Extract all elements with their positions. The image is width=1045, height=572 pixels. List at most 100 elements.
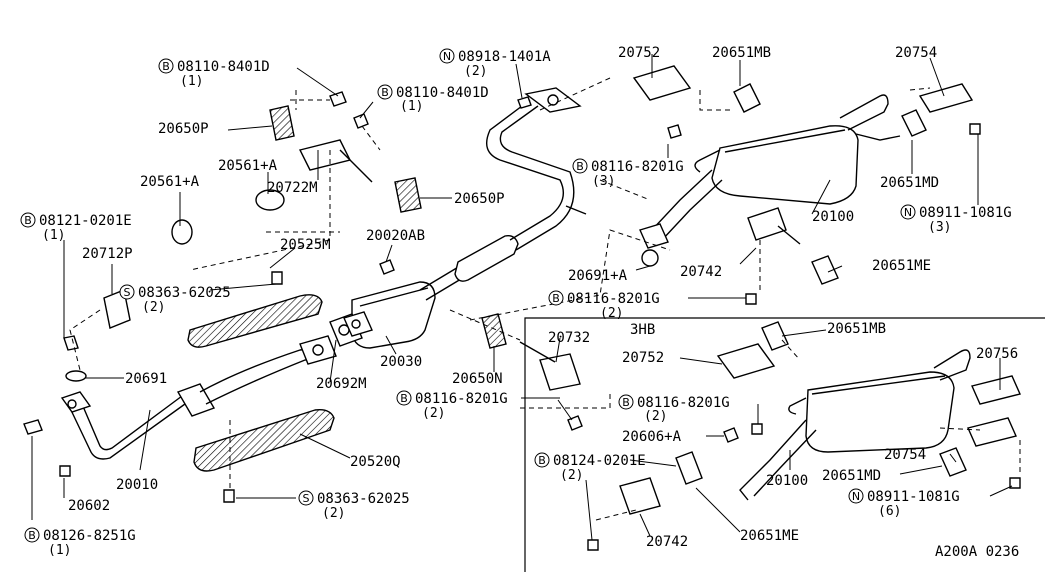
svg-text:S: S (303, 492, 310, 505)
front-exhaust-tube-20010 (60, 335, 337, 460)
label-20742-a: 20742 (680, 264, 722, 280)
label-20691: 20691 (125, 371, 167, 387)
svg-text:08363-62025: 08363-62025 (138, 285, 231, 301)
label-20651me-a: 20651ME (872, 258, 931, 274)
svg-text:B: B (162, 60, 170, 73)
label-20651me-b: 20651ME (740, 528, 799, 544)
svg-text:(1): (1) (48, 543, 71, 558)
label-20561a-b: 20561+A (140, 174, 200, 190)
svg-text:(2): (2) (560, 468, 583, 483)
svg-text:08911-1081G: 08911-1081G (919, 205, 1012, 221)
svg-text:B: B (400, 392, 408, 405)
svg-text:(1): (1) (400, 99, 423, 114)
svg-text:N: N (904, 206, 912, 219)
label-20692m: 20692M (316, 376, 367, 392)
label-20020ab: 20020AB (366, 228, 425, 244)
dashed-reference-lines (69, 77, 1021, 521)
heat-shield-20525M (187, 294, 323, 348)
svg-text:(6): (6) (878, 504, 901, 519)
svg-text:08110-8401D: 08110-8401D (177, 59, 270, 75)
label-20650n: 20650N (452, 371, 503, 387)
callout-b-08121-0201e: B 08121-0201E (1) (20, 212, 132, 243)
label-20010: 20010 (116, 477, 158, 493)
svg-text:B: B (28, 529, 36, 542)
section-divider (524, 317, 1045, 572)
callout-labels: B 08110-8401D (1) B 08110-8401D (1) N 08… (20, 45, 1019, 560)
callout-s-08363-62025-a: S 08363-62025 (2) (119, 284, 231, 315)
callout-n-08911-1081g-b: N 08911-1081G (6) (848, 488, 960, 519)
svg-text:08116-8201G: 08116-8201G (415, 391, 508, 407)
svg-text:(2): (2) (600, 306, 623, 321)
svg-text:N: N (443, 50, 451, 63)
label-20691a: 20691+A (568, 268, 628, 284)
svg-text:08911-1081G: 08911-1081G (867, 489, 960, 505)
svg-text:(2): (2) (464, 64, 487, 79)
svg-text:08110-8401D: 08110-8401D (396, 85, 489, 101)
svg-text:08116-8201G: 08116-8201G (637, 395, 730, 411)
svg-text:08363-62025: 08363-62025 (317, 491, 410, 507)
callout-b-08110-8401d-a: B 08110-8401D (1) (158, 58, 270, 89)
label-20742-b: 20742 (646, 534, 688, 550)
label-20030: 20030 (380, 354, 422, 370)
svg-text:08124-0201E: 08124-0201E (553, 453, 646, 469)
label-20651md-a: 20651MD (880, 175, 939, 191)
callout-b-08110-8401d-b: B 08110-8401D (1) (377, 84, 489, 114)
svg-text:S: S (124, 286, 131, 299)
label-20520q: 20520Q (350, 454, 401, 470)
label-20756: 20756 (976, 346, 1018, 362)
svg-text:(2): (2) (322, 506, 345, 521)
svg-text:(2): (2) (644, 409, 667, 424)
svg-text:08126-8251G: 08126-8251G (43, 528, 136, 544)
label-20754-b: 20754 (884, 447, 926, 463)
section-label-3hb: 3HB (630, 322, 655, 338)
leader-lines (31, 54, 1013, 541)
label-20650p-a: 20650P (158, 121, 209, 137)
svg-text:08116-8201G: 08116-8201G (591, 159, 684, 175)
label-20602: 20602 (68, 498, 110, 514)
label-20651mb-a: 20651MB (712, 45, 771, 61)
svg-text:B: B (538, 454, 546, 467)
callout-n-08911-1081g-a: N 08911-1081G (3) (900, 204, 1012, 235)
label-20100-a: 20100 (812, 209, 854, 225)
svg-text:N: N (852, 490, 860, 503)
label-20752-a: 20752 (618, 45, 660, 61)
callout-b-08124-0201e: B 08124-0201E (2) (534, 452, 646, 483)
label-20651mb-b: 20651MB (827, 321, 886, 337)
callout-b-08126-8251g: B 08126-8251G (1) (24, 527, 136, 558)
label-20712p: 20712P (82, 246, 133, 262)
svg-text:(3): (3) (592, 174, 615, 189)
svg-text:B: B (24, 214, 32, 227)
callout-n-08918-1401a: N 08918-1401A (2) (439, 48, 551, 79)
callout-s-08363-62025-b: S 08363-62025 (2) (298, 490, 410, 521)
label-20561a-a: 20561+A (218, 158, 278, 174)
label-20752-b: 20752 (622, 350, 664, 366)
label-20100-b: 20100 (766, 473, 808, 489)
callout-b-08116-8201g-d: B 08116-8201G (2) (618, 394, 730, 424)
hangers-and-rubbers (65, 65, 1021, 515)
fasteners (23, 91, 1021, 551)
svg-text:08116-8201G: 08116-8201G (567, 291, 660, 307)
callout-b-08116-8201g-b: B 08116-8201G (2) (548, 290, 660, 321)
svg-text:B: B (552, 292, 560, 305)
svg-text:(2): (2) (142, 300, 165, 315)
callout-b-08116-8201g-a: B 08116-8201G (3) (572, 158, 684, 189)
svg-text:(1): (1) (180, 74, 203, 89)
label-20606a: 20606+A (622, 429, 682, 445)
label-20651md-b: 20651MD (822, 468, 881, 484)
svg-text:B: B (576, 160, 584, 173)
center-pipe-with-resonator (419, 87, 587, 301)
svg-text:08918-1401A: 08918-1401A (458, 49, 551, 65)
label-20650p-b: 20650P (454, 191, 505, 207)
svg-text:B: B (622, 396, 630, 409)
label-20732: 20732 (548, 330, 590, 346)
main-muffler-20100-3hb (739, 349, 971, 501)
label-20525m: 20525M (280, 237, 331, 253)
catalytic-converter-20030 (329, 281, 436, 349)
callout-b-08116-8201g-c: B 08116-8201G (2) (396, 390, 508, 421)
svg-text:B: B (381, 86, 389, 99)
label-20754-a: 20754 (895, 45, 937, 61)
diagram-code: A200A 0236 (935, 544, 1019, 560)
svg-text:08121-0201E: 08121-0201E (39, 213, 132, 229)
